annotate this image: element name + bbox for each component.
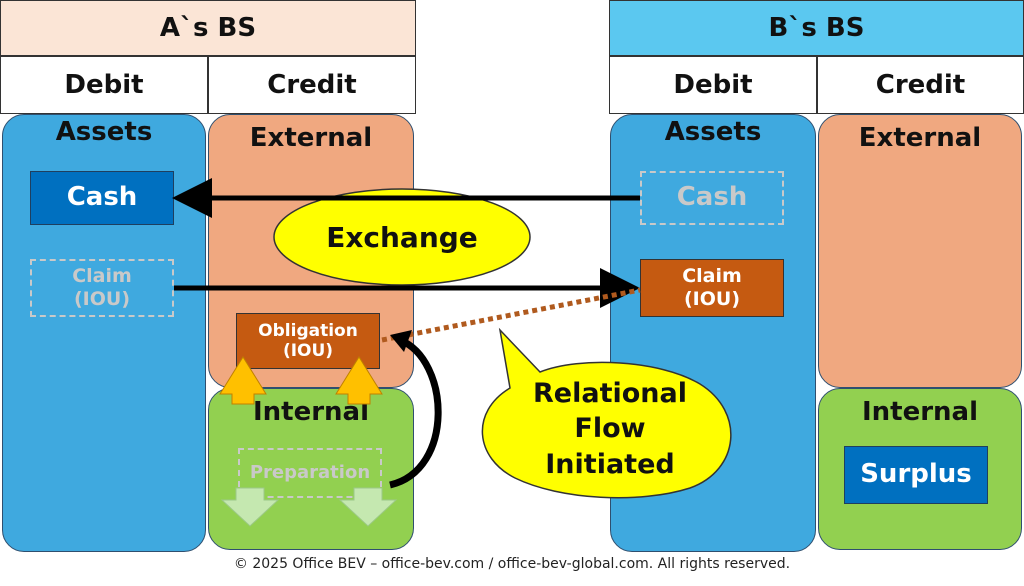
down-arrow-left-shape: [220, 487, 280, 527]
a-obligation-iou-label: (IOU): [282, 341, 334, 361]
a-bs-internal-panel: Internal: [208, 388, 414, 550]
b-bs-assets-title: Assets: [664, 117, 762, 147]
relational-flow-label: Relational Flow Initiated: [495, 374, 725, 484]
a-bs-debit-header: Debit: [0, 56, 208, 114]
a-preparation-box-faded: Preparation: [238, 448, 382, 498]
b-bs-credit-header: Credit: [817, 56, 1024, 114]
a-cash-box: Cash: [30, 171, 174, 225]
b-cash-box-faded: Cash: [640, 171, 784, 225]
up-arrow-left: [219, 356, 267, 405]
down-arrow-left: [235, 470, 260, 486]
b-bs-debit-header: Debit: [609, 56, 817, 114]
exchange-label: Exchange: [326, 220, 478, 254]
b-claim-box: Claim (IOU): [640, 259, 784, 317]
relational-dotted-line: [381, 287, 641, 343]
curved-arrow: [389, 336, 442, 489]
b-surplus-box: Surplus: [844, 446, 988, 504]
a-obligation-box: Obligation (IOU): [236, 313, 380, 369]
a-claim-iou-label: (IOU): [73, 288, 131, 310]
copyright-footer: © 2025 Office BEV – office-bev.com / off…: [233, 556, 791, 572]
b-claim-iou-label: (IOU): [683, 288, 741, 310]
b-bs-title: B`s BS: [609, 0, 1024, 56]
curved-arrow-head: [390, 330, 412, 352]
exchange-callout: [273, 188, 531, 286]
a-claim-label: Claim: [72, 265, 132, 288]
down-arrow-right-shape: [338, 487, 398, 527]
a-bs-external-title: External: [249, 123, 373, 153]
relational-line-1: Relational: [533, 378, 687, 410]
b-bs-external-title: External: [858, 123, 982, 153]
a-bs-title: A`s BS: [0, 0, 416, 56]
b-claim-label: Claim: [682, 265, 742, 288]
a-bs-assets-title: Assets: [55, 117, 153, 147]
relational-callout: [481, 327, 732, 499]
relational-line-2: Flow: [574, 413, 646, 445]
a-obligation-label: Obligation: [258, 320, 358, 341]
up-arrow-right: [335, 356, 383, 405]
b-bs-assets-panel: Assets: [610, 114, 816, 552]
relational-line-3: Initiated: [545, 448, 675, 480]
b-bs-external-panel: External: [818, 114, 1022, 388]
a-claim-box-faded: Claim (IOU): [30, 259, 174, 317]
a-bs-credit-header: Credit: [208, 56, 416, 114]
b-bs-internal-title: Internal: [861, 397, 979, 427]
